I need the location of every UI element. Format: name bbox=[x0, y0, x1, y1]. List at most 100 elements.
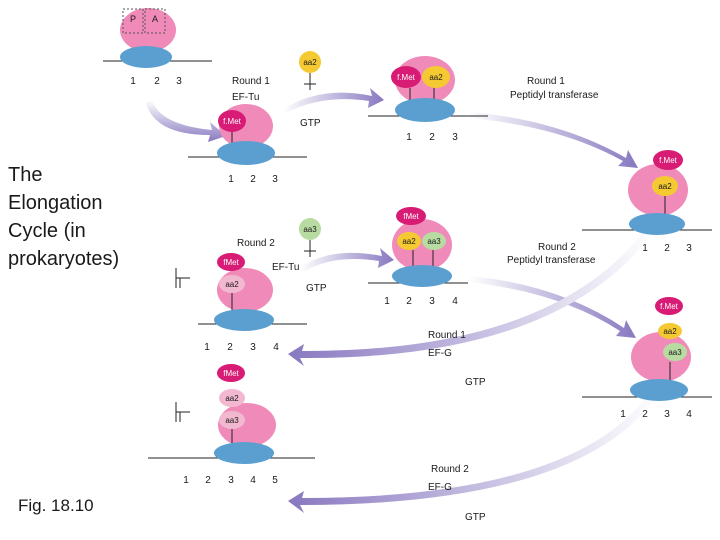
p-site-box bbox=[122, 8, 144, 34]
empty-trna-icon bbox=[175, 402, 190, 422]
arrow-round1-peptidyl-transferase bbox=[468, 112, 638, 168]
arrow-round1-ef-tu bbox=[282, 88, 384, 113]
large-subunit bbox=[392, 219, 452, 271]
codon-3: 3 bbox=[250, 342, 256, 353]
small-subunit bbox=[214, 309, 274, 331]
codon-5: 5 bbox=[272, 475, 278, 486]
title-line-4: prokaryotes) bbox=[8, 248, 120, 270]
gtp-label: GTP bbox=[300, 118, 321, 129]
small-subunit bbox=[214, 442, 274, 464]
cycle-arrows bbox=[146, 88, 660, 513]
codon-1: 1 bbox=[406, 132, 412, 143]
round1-label: Round 1 bbox=[232, 76, 270, 87]
aa2-label: aa2 bbox=[225, 394, 239, 403]
gtp-label: GTP bbox=[306, 283, 327, 294]
complex-initiation: P A 1 2 3 bbox=[103, 8, 212, 87]
aa2-trna bbox=[652, 176, 678, 196]
ef-g-2-label: EF-G bbox=[428, 482, 452, 493]
small-subunit bbox=[395, 98, 455, 122]
fmet-label: f.Met bbox=[223, 117, 242, 126]
codon-3: 3 bbox=[272, 174, 278, 185]
aa3-trna bbox=[219, 411, 245, 429]
aa2-trna bbox=[397, 232, 421, 250]
codon-3: 3 bbox=[452, 132, 458, 143]
codon-4: 4 bbox=[452, 296, 458, 307]
aa2-trna bbox=[219, 389, 245, 407]
ef-tu-label: EF-Tu bbox=[272, 262, 299, 273]
codon-2: 2 bbox=[406, 296, 412, 307]
fmet-trna bbox=[217, 364, 245, 382]
codon-3: 3 bbox=[664, 409, 670, 420]
fmet-trna bbox=[396, 207, 426, 225]
codon-2: 2 bbox=[205, 475, 211, 486]
peptidyl-transferase-2-label: Peptidyl transferase bbox=[507, 255, 596, 266]
ef-tu-label: EF-Tu bbox=[232, 92, 259, 103]
codon-1: 1 bbox=[228, 174, 234, 185]
arrow-round2-ef-g bbox=[288, 388, 660, 513]
fmet-label: fMet bbox=[223, 369, 239, 378]
complex-5: fMet aa2 1 2 3 4 bbox=[175, 253, 307, 353]
fmet-label: fMet bbox=[223, 258, 239, 267]
complex-7: f.Met aa2 aa3 1 2 3 4 bbox=[582, 297, 712, 420]
codon-1: 1 bbox=[642, 243, 648, 254]
aa2-label: aa2 bbox=[663, 327, 677, 336]
p-site-label: P bbox=[130, 14, 136, 24]
complex-6: fMet aa2 aa3 1 2 3 4 bbox=[368, 207, 468, 307]
codon-2: 2 bbox=[429, 132, 435, 143]
aa2-label: aa2 bbox=[402, 237, 416, 246]
aa3-trna bbox=[422, 232, 446, 250]
slide-title: The Elongation Cycle (in prokaryotes) bbox=[8, 161, 158, 273]
small-subunit bbox=[120, 46, 172, 68]
small-subunit bbox=[392, 265, 452, 287]
complex-3: f.Met aa2 1 2 3 bbox=[368, 56, 488, 143]
title-line-1: The bbox=[8, 164, 43, 186]
round2-pt-label: Round 2 bbox=[538, 242, 576, 253]
small-subunit bbox=[629, 213, 685, 235]
aa3-trna bbox=[663, 343, 687, 361]
codon-1: 1 bbox=[204, 342, 210, 353]
fmet-trna bbox=[391, 66, 421, 88]
aa2-label: aa2 bbox=[429, 73, 443, 82]
arrow-to-initiation-complex bbox=[146, 100, 226, 142]
codon-4: 4 bbox=[250, 475, 256, 486]
aa3-label: aa3 bbox=[303, 225, 317, 234]
codon-2: 2 bbox=[664, 243, 670, 254]
title-line-2: Elongation bbox=[8, 192, 103, 214]
fmet-trna bbox=[653, 150, 683, 170]
aa2-trna bbox=[658, 323, 682, 339]
large-subunit bbox=[120, 8, 176, 52]
codon-2: 2 bbox=[154, 76, 160, 87]
aa3-label: aa3 bbox=[225, 416, 239, 425]
codon-2: 2 bbox=[227, 342, 233, 353]
fmet-trna bbox=[655, 297, 683, 315]
codon-3: 3 bbox=[176, 76, 182, 87]
fmet-label: f.Met bbox=[659, 156, 678, 165]
codon-3: 3 bbox=[686, 243, 692, 254]
aa2-label: aa2 bbox=[658, 182, 672, 191]
arrow-round2-ef-tu bbox=[300, 248, 394, 272]
codon-4: 4 bbox=[273, 342, 279, 353]
gtp-ef-g-2-label: GTP bbox=[465, 512, 486, 523]
codon-1: 1 bbox=[130, 76, 136, 87]
round1-ef-g-label: Round 1 bbox=[428, 330, 466, 341]
complex-4: f.Met aa2 1 2 3 bbox=[582, 150, 712, 254]
codon-3: 3 bbox=[228, 475, 234, 486]
aa2-trna bbox=[219, 275, 245, 293]
aa2-trna bbox=[299, 51, 321, 73]
arrow-round1-ef-g bbox=[288, 226, 655, 366]
fmet-trna bbox=[217, 253, 245, 271]
codon-3: 3 bbox=[429, 296, 435, 307]
small-subunit bbox=[630, 379, 688, 401]
codon-2: 2 bbox=[250, 174, 256, 185]
codon-2: 2 bbox=[642, 409, 648, 420]
round1-pt-label: Round 1 bbox=[527, 76, 565, 87]
aa2-trna bbox=[422, 66, 450, 88]
gtp-ef-g-1-label: GTP bbox=[465, 377, 486, 388]
codon-1: 1 bbox=[183, 475, 189, 486]
codon-4: 4 bbox=[686, 409, 692, 420]
arrow-round2-peptidyl-transferase bbox=[468, 276, 636, 338]
round2-ef-tu-group: Round 2 EF-Tu GTP aa3 bbox=[237, 218, 327, 294]
aa3-label: aa3 bbox=[427, 237, 441, 246]
fmet-label: fMet bbox=[403, 212, 419, 221]
